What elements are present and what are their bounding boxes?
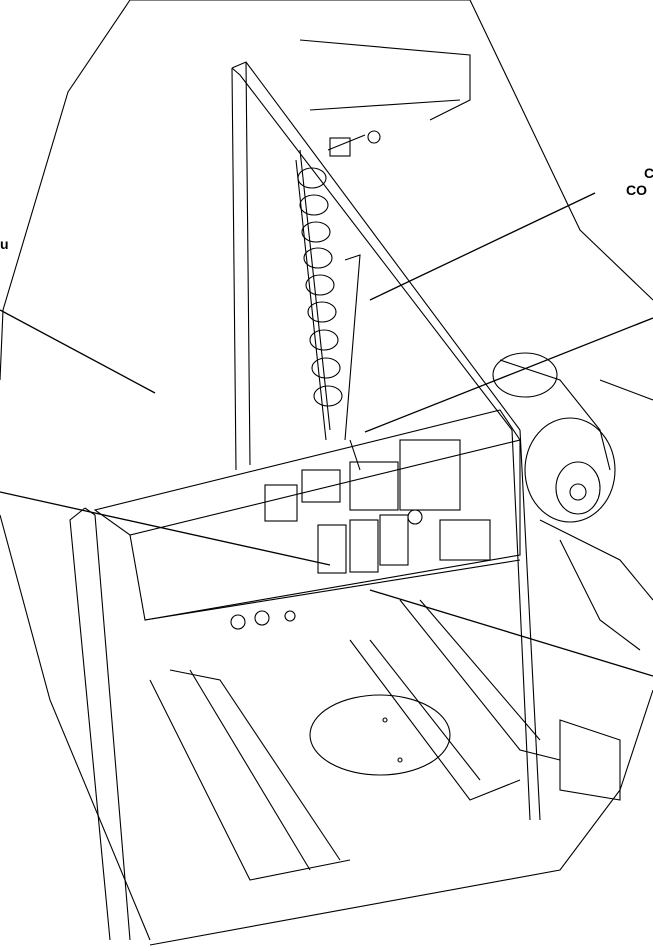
control-panel [93, 409, 521, 630]
blower-motor [492, 352, 653, 651]
callout-label-left-top: u [0, 236, 9, 252]
leader-lines [0, 192, 653, 677]
coil-frame [231, 39, 521, 471]
base-pan [149, 599, 621, 881]
side-column [69, 429, 541, 941]
callout-label-right-top-line1: C [644, 165, 653, 181]
callout-label-right-top-line2: CO [626, 182, 647, 198]
coil-tubes [295, 149, 361, 471]
